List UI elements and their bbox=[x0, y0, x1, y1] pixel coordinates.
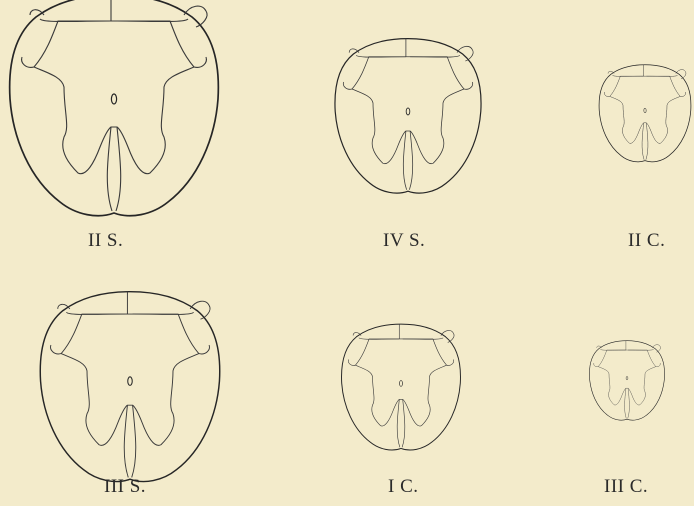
section-label-ii-c: II C. bbox=[628, 230, 665, 252]
section-drawing-ii-s bbox=[10, 0, 219, 216]
section-drawing-i-c bbox=[342, 324, 461, 450]
section-drawing-iii-s bbox=[40, 292, 220, 482]
section-label-iii-s: III S. bbox=[104, 476, 146, 498]
section-label-i-c: I C. bbox=[388, 476, 419, 498]
section-label-iv-s: IV S. bbox=[383, 230, 425, 252]
section-label-iii-c: III C. bbox=[604, 476, 648, 498]
section-drawing-iv-s bbox=[335, 39, 481, 194]
section-drawing-ii-c bbox=[599, 65, 691, 162]
section-drawing-iii-c bbox=[589, 341, 664, 420]
section-label-ii-s: II S. bbox=[88, 230, 123, 252]
